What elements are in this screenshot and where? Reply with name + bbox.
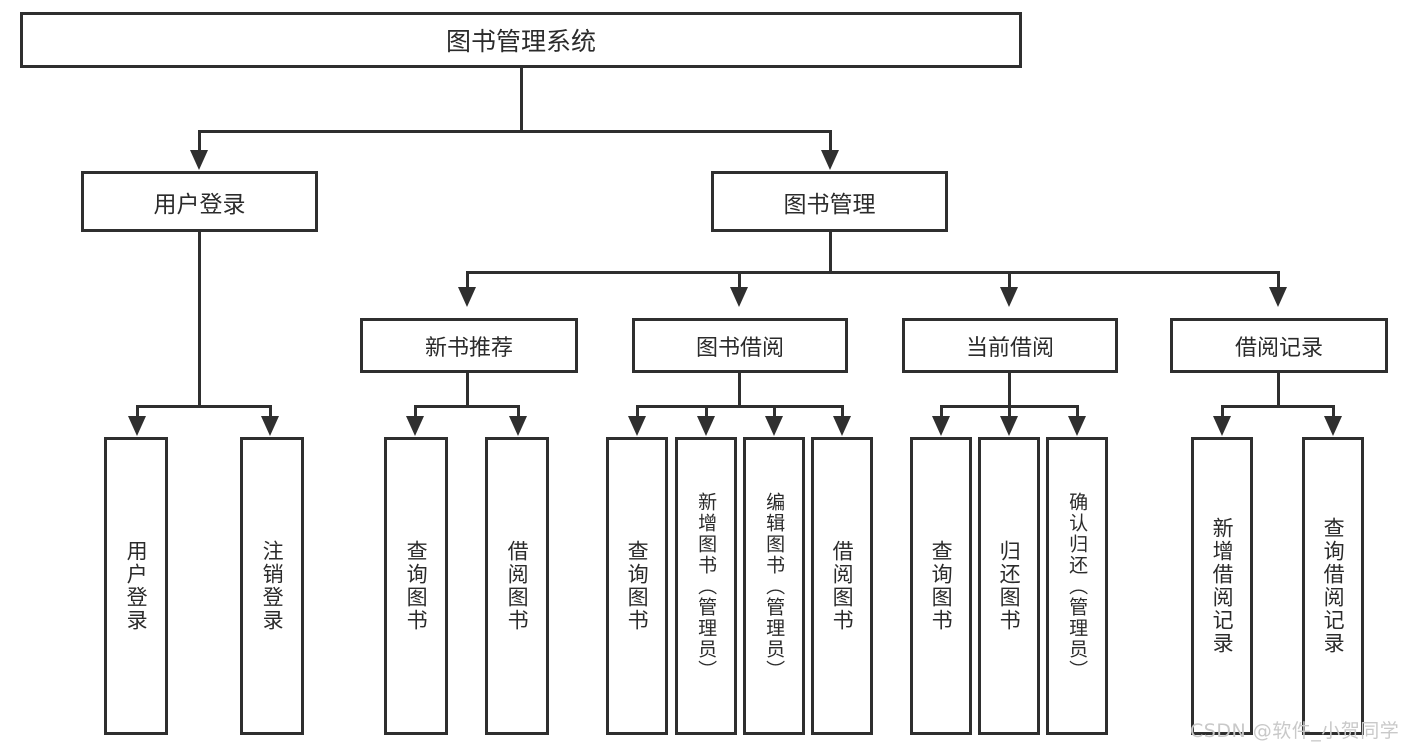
leaf-query-book-current[interactable]: 查询图书: [910, 437, 972, 735]
leaf-confirm-return-admin[interactable]: 确认归还（管理员）: [1046, 437, 1108, 735]
arrowhead-book-borrow: [730, 287, 748, 307]
arrowhead-new-book: [458, 287, 476, 307]
leaf-label: 查询图书: [404, 540, 429, 632]
connector-borrow-record-stem: [1277, 373, 1280, 405]
arrowhead-user-login: [190, 150, 208, 170]
node-label: 当前借阅: [965, 335, 1054, 361]
leaf-label: 用户登录: [124, 540, 149, 632]
leaf-label: 编辑图书（管理员）: [763, 491, 786, 681]
node-current-borrow[interactable]: 当前借阅: [902, 318, 1118, 373]
leaf-add-book-admin[interactable]: 新增图书（管理员）: [675, 437, 737, 735]
leaf-edit-book-admin[interactable]: 编辑图书（管理员）: [743, 437, 805, 735]
connector-drop-nb-leaf-0: [414, 405, 417, 418]
arrowhead-nb-leaf-0: [406, 416, 424, 436]
leaf-add-borrow-record[interactable]: 新增借阅记录: [1191, 437, 1253, 735]
connector-drop-nb-leaf-1: [517, 405, 520, 418]
leaf-label: 新增借阅记录: [1210, 517, 1235, 655]
arrowhead-bb-leaf-2: [765, 416, 783, 436]
node-label: 借阅记录: [1234, 335, 1323, 361]
node-book-borrow[interactable]: 图书借阅: [632, 318, 848, 373]
connector-drop-bb-leaf-0: [636, 405, 639, 418]
leaf-query-borrow-record[interactable]: 查询借阅记录: [1302, 437, 1364, 735]
connector-user-login-bus: [136, 405, 272, 408]
arrowhead-current-borrow: [1000, 287, 1018, 307]
connector-drop-cb-leaf-1: [1008, 405, 1011, 418]
leaf-query-book-borrow[interactable]: 查询图书: [606, 437, 668, 735]
connector-tier3-bus: [466, 271, 1280, 274]
arrowhead-bb-leaf-1: [697, 416, 715, 436]
node-borrow-record[interactable]: 借阅记录: [1170, 318, 1388, 373]
leaf-label: 借阅图书: [830, 540, 855, 632]
arrowhead-nb-leaf-1: [509, 416, 527, 436]
arrowhead-bb-leaf-0: [628, 416, 646, 436]
connector-book-borrow-stem: [738, 373, 741, 405]
connector-drop-leaf-logout: [269, 405, 272, 418]
leaf-label: 查询图书: [929, 540, 954, 632]
connector-drop-user-login: [198, 130, 201, 152]
leaf-query-book-recommend[interactable]: 查询图书: [384, 437, 448, 735]
arrowhead-bb-leaf-3: [833, 416, 851, 436]
leaf-borrow-book-recommend[interactable]: 借阅图书: [485, 437, 549, 735]
connector-tier2-bus: [198, 130, 832, 133]
node-book-management[interactable]: 图书管理: [711, 171, 948, 232]
connector-new-book-bus: [414, 405, 520, 408]
connector-drop-current-borrow: [1008, 271, 1011, 289]
arrowhead-cb-leaf-2: [1068, 416, 1086, 436]
connector-borrow-record-bus: [1221, 405, 1335, 408]
node-user-login[interactable]: 用户登录: [81, 171, 318, 232]
watermark-text: CSDN @软件_小贺同学: [1190, 720, 1400, 742]
leaf-label: 新增图书（管理员）: [695, 491, 718, 681]
leaf-label: 查询借阅记录: [1321, 517, 1346, 655]
leaf-logout[interactable]: 注销登录: [240, 437, 304, 735]
arrowhead-cb-leaf-1: [1000, 416, 1018, 436]
arrowhead-cb-leaf-0: [932, 416, 950, 436]
arrowhead-leaf-logout: [261, 416, 279, 436]
connector-drop-br-leaf-0: [1221, 405, 1224, 418]
leaf-label: 注销登录: [260, 540, 285, 632]
connector-drop-bb-leaf-2: [773, 405, 776, 418]
arrowhead-borrow-record: [1269, 287, 1287, 307]
connector-root-stem: [520, 68, 523, 130]
connector-book-borrow-bus: [636, 405, 842, 408]
leaf-user-login[interactable]: 用户登录: [104, 437, 168, 735]
node-label: 图书管理系统: [445, 27, 596, 56]
leaf-borrow-book[interactable]: 借阅图书: [811, 437, 873, 735]
connector-drop-bb-leaf-3: [841, 405, 844, 418]
arrowhead-br-leaf-0: [1213, 416, 1231, 436]
connector-drop-book-borrow: [738, 271, 741, 289]
node-new-book-recommend[interactable]: 新书推荐: [360, 318, 578, 373]
arrowhead-book-management: [821, 150, 839, 170]
node-label: 用户登录: [153, 191, 246, 218]
connector-drop-new-book: [466, 271, 469, 289]
connector-drop-bb-leaf-1: [705, 405, 708, 418]
node-root-book-management-system[interactable]: 图书管理系统: [20, 12, 1022, 68]
node-label: 新书推荐: [424, 335, 513, 361]
leaf-return-book[interactable]: 归还图书: [978, 437, 1040, 735]
arrowhead-leaf-user-login: [128, 416, 146, 436]
node-label: 图书管理: [783, 191, 876, 218]
connector-current-borrow-stem: [1008, 373, 1011, 405]
node-label: 图书借阅: [695, 335, 784, 361]
connector-new-book-stem: [466, 373, 469, 405]
connector-drop-br-leaf-1: [1332, 405, 1335, 418]
leaf-label: 查询图书: [625, 540, 650, 632]
connector-book-management-stem: [829, 232, 832, 273]
connector-user-login-stem: [198, 232, 201, 405]
connector-drop-cb-leaf-0: [940, 405, 943, 418]
arrowhead-br-leaf-1: [1324, 416, 1342, 436]
connector-drop-book-management: [829, 130, 832, 152]
connector-drop-cb-leaf-2: [1076, 405, 1079, 418]
leaf-label: 借阅图书: [505, 540, 530, 632]
leaf-label: 确认归还（管理员）: [1066, 491, 1089, 681]
leaf-label: 归还图书: [997, 540, 1022, 632]
connector-drop-borrow-record: [1277, 271, 1280, 289]
connector-drop-leaf-user-login: [136, 405, 139, 418]
